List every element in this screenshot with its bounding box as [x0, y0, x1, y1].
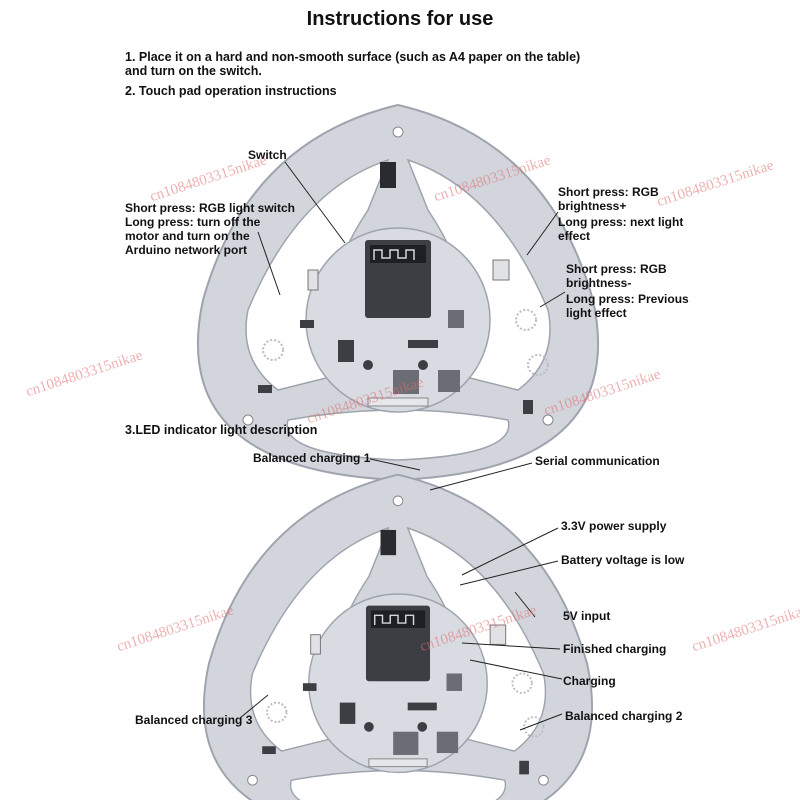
label-left-line-4: Arduino network port [125, 243, 247, 257]
label-right-top-line-4: effect [558, 229, 591, 243]
step-1-line-1: 1. Place it on a hard and non-smooth sur… [125, 50, 581, 64]
label-3v3-power-supply: 3.3V power supply [561, 519, 667, 533]
step-3-heading: 3.LED indicator light description [125, 423, 318, 437]
label-balanced-charging-3: Balanced charging 3 [135, 713, 253, 727]
label-balanced-charging-2: Balanced charging 2 [565, 709, 683, 723]
label-right-bottom-line-3: Long press: Previous [566, 292, 689, 306]
leader-lines-bottom [239, 458, 563, 731]
label-left-line-3: motor and turn on the [125, 229, 250, 243]
label-switch: Switch [248, 148, 287, 162]
label-left-line-1: Short press: RGB light switch [125, 201, 296, 215]
step-2-heading: 2. Touch pad operation instructions [125, 84, 337, 98]
leader-lines-top [257, 161, 566, 308]
label-5v-input: 5V input [563, 609, 611, 623]
label-right-top-line-2: brightness+ [558, 199, 627, 213]
label-right-top-line-3: Long press: next light [558, 215, 684, 229]
label-balanced-charging-1: Balanced charging 1 [253, 451, 371, 465]
label-right-top-line-1: Short press: RGB [558, 185, 659, 199]
label-battery-voltage-low: Battery voltage is low [561, 553, 685, 567]
label-charging: Charging [563, 674, 616, 688]
label-serial-communication: Serial communication [535, 454, 660, 468]
page-title: Instructions for use [306, 8, 494, 30]
board-bottom [202, 473, 594, 800]
label-right-bottom-line-1: Short press: RGB [566, 262, 667, 276]
label-right-bottom-line-4: light effect [566, 306, 627, 320]
label-left-line-2: Long press: turn off the [125, 215, 261, 229]
label-right-bottom-line-2: brightness- [566, 276, 632, 290]
step-1-line-2: and turn on the switch. [125, 64, 262, 78]
label-finished-charging: Finished charging [563, 642, 667, 656]
